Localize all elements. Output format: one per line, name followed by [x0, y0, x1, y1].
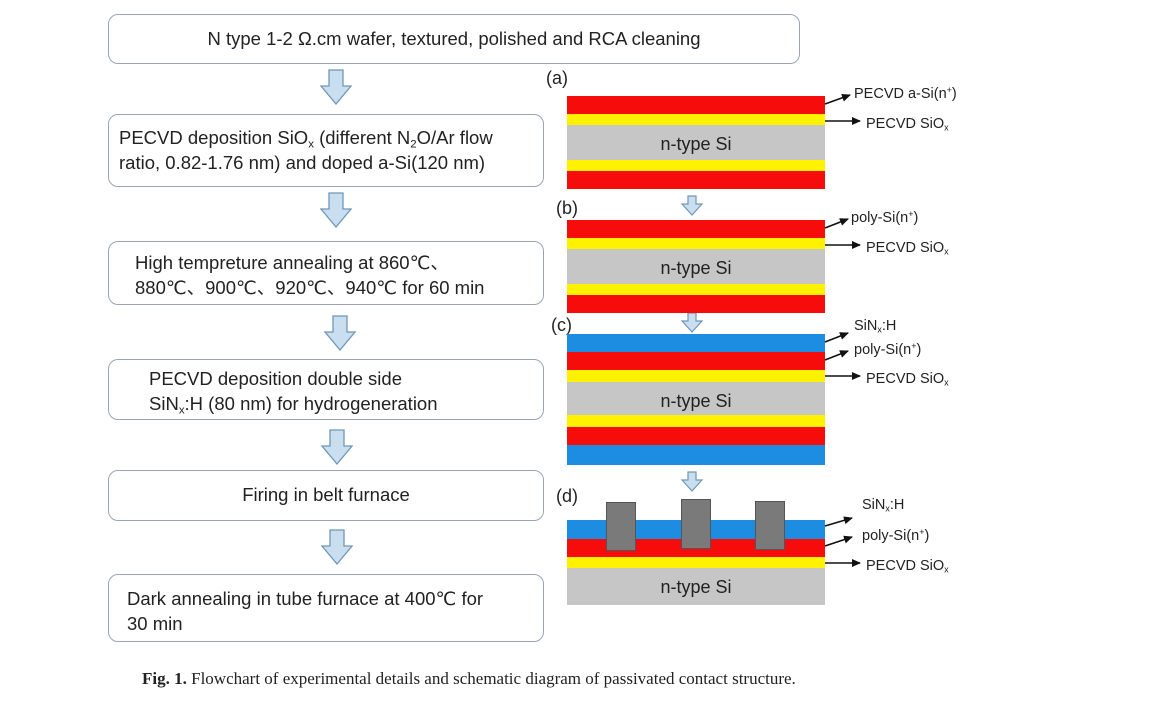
- leader-arrow-icon: [824, 93, 851, 105]
- layer-sio-top: [567, 114, 825, 125]
- flow-step-text: SiNx:H (80 nm) for hydrogeneration: [149, 393, 438, 417]
- layer-sio-bottom: [567, 415, 825, 427]
- panel-label-b: (b): [556, 198, 578, 218]
- leader-arrow-icon: [824, 350, 849, 361]
- layer-sio-top: [567, 557, 825, 568]
- substrate-label: n-type Si: [660, 391, 732, 411]
- caption-text: Flowchart of experimental details and sc…: [191, 669, 796, 688]
- flow-step-dark-annealing: Dark annealing in tube furnace at 400℃ f…: [108, 574, 544, 642]
- layer-sio-bottom: [567, 160, 825, 171]
- leader-arrow-icon: [824, 516, 853, 527]
- layer-sio-top: [567, 370, 825, 382]
- layer-sio-bottom: [567, 284, 825, 295]
- callout-label: SiNx:H: [854, 318, 897, 335]
- callout-label: poly-Si(n+): [851, 209, 919, 226]
- panel-label-d: (d): [556, 486, 578, 506]
- layer-poly-si-bottom: [567, 427, 825, 445]
- layer-n-type-si: [567, 249, 825, 284]
- figure-caption: Fig. 1. Flowchart of experimental detail…: [142, 669, 796, 689]
- flow-step-text: ratio, 0.82-1.76 nm) and doped a-Si(120 …: [119, 152, 486, 173]
- flow-step-annealing: High tempreture annealing at 860℃、 880℃、…: [108, 241, 544, 305]
- flow-step-firing: Firing in belt furnace: [108, 470, 544, 521]
- leader-arrow-icon: [824, 332, 849, 343]
- substrate-label: n-type Si: [660, 577, 732, 597]
- flow-step-text: PECVD deposition double side: [149, 368, 402, 389]
- callout-label: poly-Si(n+): [854, 341, 922, 358]
- panel-label-a: (a): [546, 68, 568, 88]
- callout-label: PECVD a-Si(n+): [854, 85, 957, 102]
- substrate-label: n-type Si: [660, 134, 732, 154]
- callout-label: SiNx:H: [862, 497, 905, 514]
- substrate-label: n-type Si: [660, 258, 732, 278]
- layer-poly-si-bottom: [567, 295, 825, 313]
- flow-step-text: 880℃、900℃、920℃、940℃ for 60 min: [135, 277, 485, 298]
- flow-step-text: 30 min: [127, 613, 183, 634]
- layer-poly-si-top: [567, 352, 825, 370]
- layer-a-si-top: [567, 96, 825, 114]
- metal-contact: [755, 501, 785, 550]
- callout-label: PECVD SiOx: [866, 240, 949, 257]
- callout-label: poly-Si(n+): [862, 527, 930, 544]
- callout-label: PECVD SiOx: [866, 116, 949, 133]
- leader-arrow-icon: [824, 218, 849, 229]
- callout-label: PECVD SiOx: [866, 558, 949, 575]
- metal-contact: [606, 502, 636, 551]
- flow-step-text: N type 1-2 Ω.cm wafer, textured, polishe…: [207, 28, 701, 49]
- flow-step-text: Dark annealing in tube furnace at 400℃ f…: [127, 588, 484, 609]
- flow-step-wafer-prep: N type 1-2 Ω.cm wafer, textured, polishe…: [108, 14, 800, 64]
- caption-label: Fig. 1.: [142, 669, 187, 688]
- flow-step-text: Firing in belt furnace: [242, 484, 410, 505]
- flow-step-pecvd-sio: PECVD deposition SiOx (different N2O/Ar …: [108, 114, 544, 187]
- callout-label: PECVD SiOx: [866, 371, 949, 388]
- layer-n-type-si: [567, 568, 825, 605]
- flow-step-sinx-deposition: PECVD deposition double side SiNx:H (80 …: [108, 359, 544, 420]
- layer-n-type-si: [567, 382, 825, 415]
- leader-arrow-icon: [824, 535, 853, 547]
- layer-sinx-bottom: [567, 445, 825, 465]
- panel-label-c: (c): [551, 315, 572, 335]
- layer-poly-si-top: [567, 220, 825, 238]
- layer-n-type-si: [567, 125, 825, 160]
- flow-step-text: PECVD deposition SiOx (different N2O/Ar …: [119, 127, 493, 151]
- metal-contact: [681, 499, 711, 549]
- layer-a-si-bottom: [567, 171, 825, 189]
- layer-sinx-top: [567, 334, 825, 352]
- layer-sio-top: [567, 238, 825, 249]
- flow-step-text: High tempreture annealing at 860℃、: [135, 252, 449, 273]
